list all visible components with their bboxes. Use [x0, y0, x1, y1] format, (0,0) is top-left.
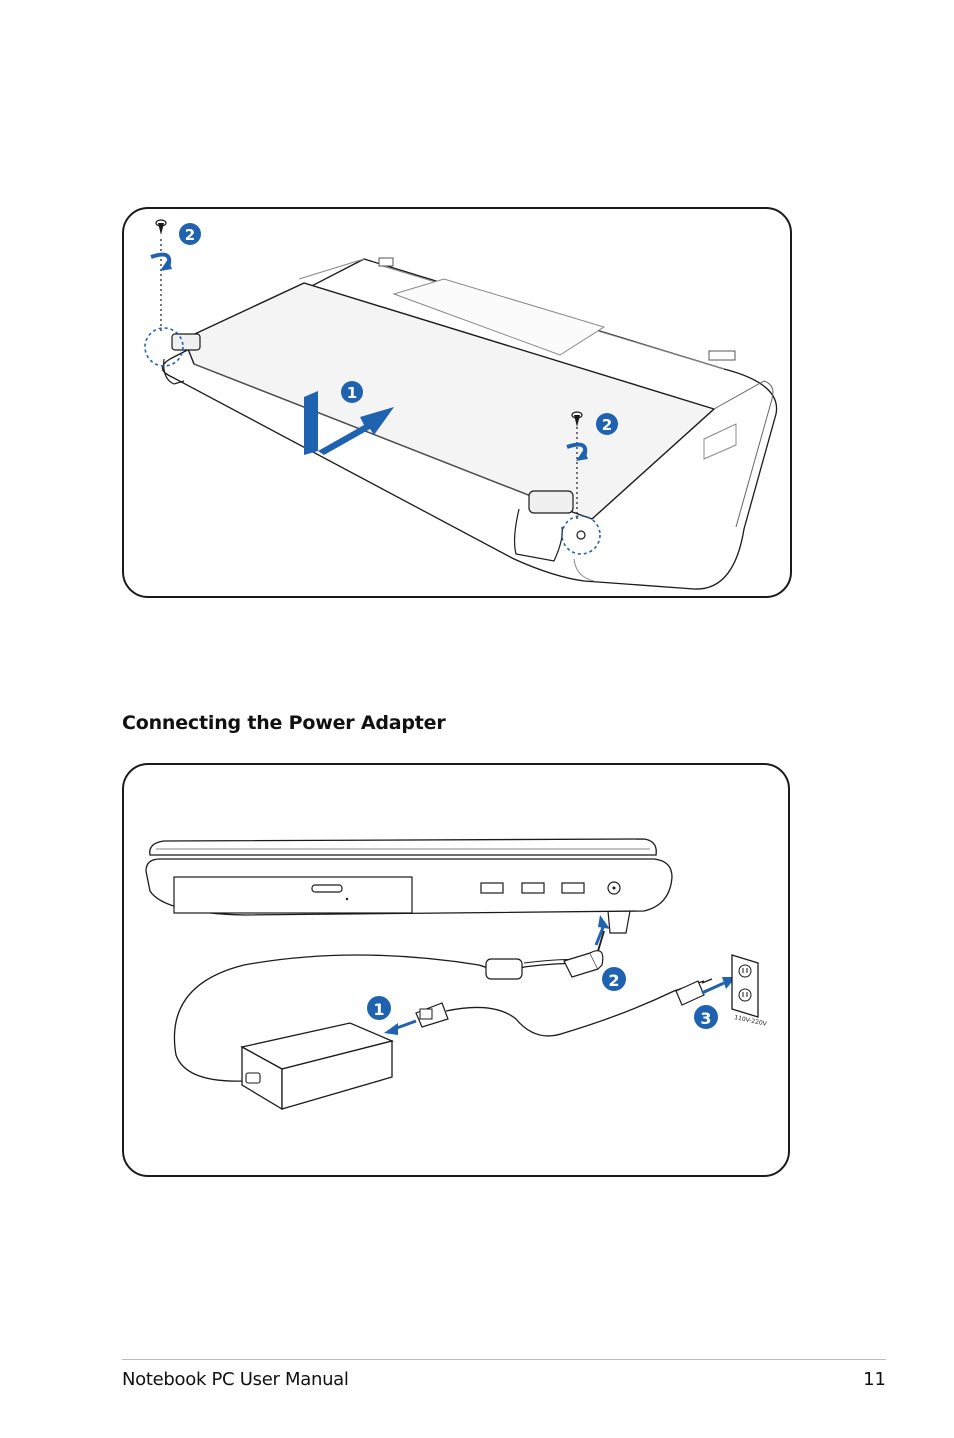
ac-cord [445, 980, 705, 1037]
ac-connector [415, 1002, 449, 1028]
step-badge-2-left: 2 [179, 223, 201, 245]
left-screw-highlight [144, 327, 184, 367]
usb-port [561, 882, 585, 894]
wall-outlet: 110V-220V [731, 954, 769, 1028]
page-number: 11 [863, 1369, 886, 1390]
section-heading: Connecting the Power Adapter [122, 712, 446, 734]
svg-text:3: 3 [700, 1009, 711, 1028]
footer-title: Notebook PC User Manual [122, 1369, 349, 1390]
plug-wall-arrow-icon [701, 977, 736, 995]
svg-text:2: 2 [185, 226, 195, 244]
svg-text:1: 1 [347, 384, 357, 402]
battery-illustration: 1 2 2 [144, 219, 778, 590]
right-battery-latch [528, 490, 574, 514]
laptop-lid [149, 838, 657, 856]
usb-port [480, 882, 504, 894]
memory-cover [392, 278, 606, 356]
right-screw-highlight [561, 515, 601, 555]
battery-removal-figure: 1 2 2 [122, 207, 792, 598]
step-badge-1: 1 [341, 381, 363, 403]
screw-icon [155, 219, 167, 235]
connect-arrow-icon [384, 1019, 417, 1035]
power-adapter-illustration: 110V-220V 1 2 3 [145, 838, 769, 1111]
svg-text:1: 1 [373, 1000, 384, 1019]
dc-cable [173, 954, 595, 1082]
step-badge-3: 3 [694, 1005, 718, 1029]
outlet-voltage-label: 110V-220V [734, 1014, 769, 1028]
screw-icon [571, 411, 583, 427]
svg-text:2: 2 [608, 971, 619, 990]
footer-divider [122, 1359, 886, 1360]
usb-port [521, 882, 545, 894]
power-adapter-figure: 110V-220V 1 2 3 [122, 763, 790, 1177]
left-battery-latch [171, 333, 201, 351]
wall-plug [675, 978, 715, 1006]
svg-text:2: 2 [602, 416, 612, 434]
unscrew-arrow-icon [566, 442, 588, 461]
plug-in-arrow-icon [594, 915, 610, 946]
step-badge-2: 2 [602, 967, 626, 991]
step-badge-1: 1 [367, 996, 391, 1020]
step-badge-2-right: 2 [596, 413, 618, 435]
dc-plug [563, 930, 605, 978]
unscrew-arrow-icon [150, 252, 172, 271]
optical-drive [173, 876, 413, 914]
slide-arrow-icon [304, 391, 394, 455]
power-adapter-brick [240, 1022, 395, 1111]
ferrite-core [485, 958, 523, 980]
